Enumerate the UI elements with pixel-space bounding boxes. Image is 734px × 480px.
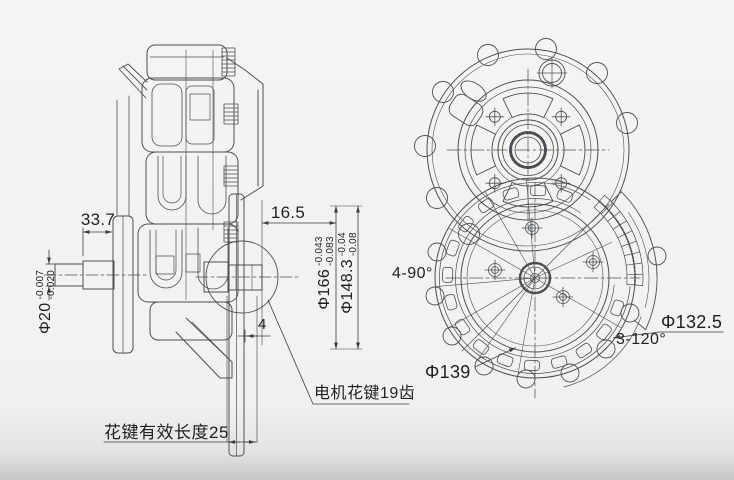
motor-flange-plate — [228, 193, 245, 457]
lower-housing — [425, 177, 667, 399]
radial-spokes — [436, 179, 621, 376]
phi148-3-upper-tol: -0.04 — [336, 232, 348, 257]
detail-circle — [205, 240, 279, 314]
projection-arc — [563, 316, 642, 388]
front-view-leaders — [474, 331, 724, 368]
front-view — [414, 38, 724, 399]
phi148-3-nominal: Φ148.3 — [339, 259, 356, 314]
side-view-dimensions — [45, 199, 410, 444]
gear-tooth-sector — [593, 194, 644, 286]
phi148-3-tolerance: -0.04 -0.08 — [337, 232, 360, 256]
dim-label-4: 4 — [258, 316, 267, 333]
top-bolt-boss — [536, 57, 568, 89]
disc-bolt-holes — [484, 217, 604, 308]
face-bolt-holes — [485, 107, 571, 193]
note-spline-length: 花键有效长度25 — [104, 423, 229, 442]
threaded-studs — [221, 47, 239, 243]
leader-phi132-5 — [613, 331, 724, 339]
lower-centerlines — [445, 181, 641, 399]
left-mounting-flange — [112, 63, 148, 354]
phi166-lower-tol: -0.083 — [325, 236, 336, 266]
upper-rim-lobes — [414, 38, 638, 245]
dim-label-phi132-5: Φ132.5 — [661, 312, 723, 332]
side-section-view — [43, 44, 410, 457]
phi20-lower-tol: -0.020 — [46, 269, 57, 300]
note-motor-spline: 电机花键19齿 — [314, 385, 416, 402]
side-lobe-housing — [610, 191, 667, 331]
support-rib — [175, 317, 233, 379]
housing-right-silhouette — [226, 57, 264, 201]
sight-glass — [448, 80, 487, 127]
dim-label-phi139: Φ139 — [425, 362, 471, 382]
leader-phi139 — [474, 347, 516, 368]
dim-label-16-5: 16.5 — [270, 203, 306, 222]
phi20-upper-tol: -0.007 — [34, 269, 46, 300]
housing-body — [137, 44, 264, 379]
upper-left-bracket — [118, 63, 148, 99]
phi20-tolerance: -0.007 -0.020 — [35, 270, 58, 300]
dim-label-33-7: 33.7 — [80, 210, 116, 229]
output-spline-shaft — [195, 240, 299, 314]
leader-spline-note — [267, 299, 410, 405]
upper-housing — [414, 38, 638, 252]
note-4-90: 4-90° — [392, 265, 433, 282]
phi148-3-lower-tol: -0.08 — [348, 232, 359, 257]
dim-label-phi148-3: Φ148.3 -0.04 -0.08 — [336, 223, 360, 323]
phi166-nominal: Φ166 — [316, 268, 333, 310]
input-shaft — [43, 260, 147, 290]
phi20-nominal: Φ20 — [37, 302, 54, 335]
phi166-tolerance: -0.043 -0.083 — [314, 236, 337, 266]
phi166-upper-tol: -0.043 — [313, 236, 325, 266]
note-3-120: 3-120° — [616, 331, 667, 348]
dim-label-phi166: Φ166 -0.043 -0.083 — [313, 223, 337, 323]
dim-label-phi20: Φ20 -0.007 -0.020 — [33, 257, 59, 347]
rim-slots — [442, 185, 625, 371]
